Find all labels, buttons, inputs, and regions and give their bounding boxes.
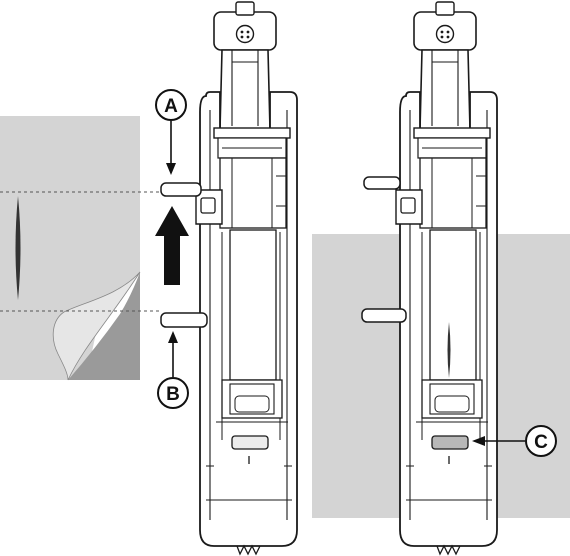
callout-b: B xyxy=(157,331,189,409)
guide-tab-upper-right xyxy=(363,176,401,190)
stitched-buttonhole xyxy=(447,322,451,378)
arrow-up-icon xyxy=(155,206,189,285)
callout-a-label: A xyxy=(164,96,178,117)
fabric-sheet xyxy=(0,116,140,380)
guide-tab-lower-right xyxy=(361,308,407,323)
buttonhole-foot-left xyxy=(160,1,298,555)
buttonhole-mark xyxy=(15,196,21,300)
pointer-arrow-icon xyxy=(166,163,176,175)
guide-tab-a xyxy=(160,182,202,197)
fabric-curl xyxy=(52,271,141,381)
callout-b-label: B xyxy=(166,384,180,405)
guide-tab-b xyxy=(160,312,208,328)
fabric-sample-left xyxy=(0,116,141,381)
pointer-arrow-icon xyxy=(168,331,178,343)
callout-c: C xyxy=(472,425,557,457)
pointer-arrow-icon xyxy=(472,436,485,446)
buttonhole-foot-right xyxy=(361,1,498,555)
callout-a: A xyxy=(155,89,187,175)
needle-slot-right xyxy=(431,435,469,450)
callout-c-label: C xyxy=(534,432,548,453)
needle-slot-left xyxy=(231,435,269,450)
fabric-curl-shadow xyxy=(68,272,140,380)
